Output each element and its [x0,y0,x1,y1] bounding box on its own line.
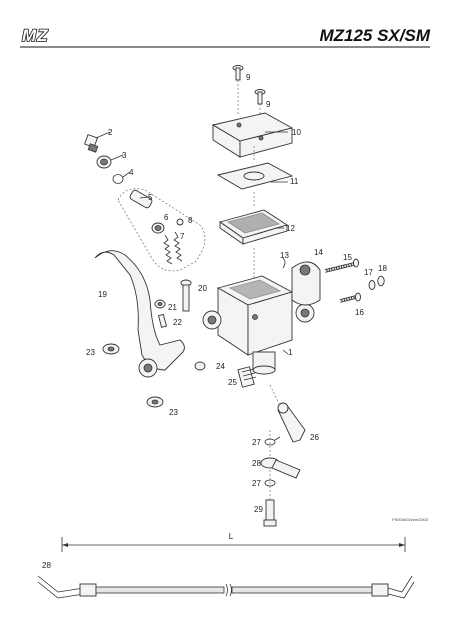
part-label: 21 [168,303,177,312]
washer-18 [377,275,385,287]
part-label: 13 [280,251,289,260]
dimension-l: L [61,532,406,552]
part-label: 2 [108,128,113,137]
clamp-screw-16 [339,292,361,303]
part-label: 11 [290,177,299,186]
part-label: 12 [286,224,295,233]
brake-switch-25 [237,366,257,388]
piston-group-5-8 [117,188,206,272]
part-label: 8 [188,216,193,225]
header: MZ MZ125 SX/SM [20,25,431,48]
part-label: 26 [310,433,319,442]
part-label: 9 [266,100,271,109]
circlip-3 [96,155,112,169]
brand-logo: MZ [22,26,49,45]
part-label: 28 [42,561,51,570]
diaphragm-12 [218,192,289,245]
snap-ring-4 [112,174,124,184]
brake-lever-19 [94,250,185,378]
brake-hose-28 [37,575,415,599]
clamp-screw-15 [324,258,359,273]
washer-23-bottom [146,396,164,408]
banjo-bolt-29 [263,499,277,527]
washer-23-left [102,343,120,355]
part-label: 4 [129,168,134,177]
seal-ring-27-bottom [264,479,276,487]
part-label: 5 [148,193,153,202]
part-label: 14 [314,248,323,257]
master-cylinder-body-1 [202,248,315,375]
part-label: 18 [378,264,387,273]
washer-17 [368,280,376,290]
drawing-code: FS004602vsm/2003 [392,517,429,522]
part-label: 25 [228,378,237,387]
part-label: 19 [98,290,107,299]
dimension-label: L [229,532,234,541]
banjo-fitting-26 [269,384,306,443]
part-label: 7 [180,232,185,241]
diaphragm-plate-11 [216,145,294,190]
part-label: 24 [216,362,225,371]
adjuster-22 [157,313,168,328]
leader-lines [95,131,289,441]
part-label: 27 [252,479,261,488]
part-labels: 9 9 10 2 3 4 5 6 8 7 11 12 13 14 15 17 1… [42,73,387,570]
part-label: 17 [364,268,373,277]
model-title: MZ125 SX/SM [319,26,430,45]
part-label: 28 [252,459,261,468]
part-label: 9 [246,73,251,82]
nut-24 [194,361,206,371]
reservoir-cover-10 [211,112,294,158]
part-label: 29 [254,505,263,514]
part-label: 20 [198,284,207,293]
nut-21 [154,299,166,309]
dust-boot-2 [84,134,99,153]
part-label: 6 [164,213,169,222]
part-label: 15 [343,253,352,262]
pivot-bolt-20 [180,279,192,312]
part-label: 10 [292,128,301,137]
part-label: 27 [252,438,261,447]
part-label: 1 [288,348,293,357]
handlebar-clamp-14 [282,257,321,306]
part-label: 16 [355,308,364,317]
part-label: 3 [122,151,127,160]
part-label: 23 [169,408,178,417]
screw-9-top [232,65,244,116]
banjo-eye-28 [260,457,301,479]
part-label: 23 [86,348,95,357]
part-label: 22 [173,318,182,327]
seal-ring-27-top [264,438,276,446]
